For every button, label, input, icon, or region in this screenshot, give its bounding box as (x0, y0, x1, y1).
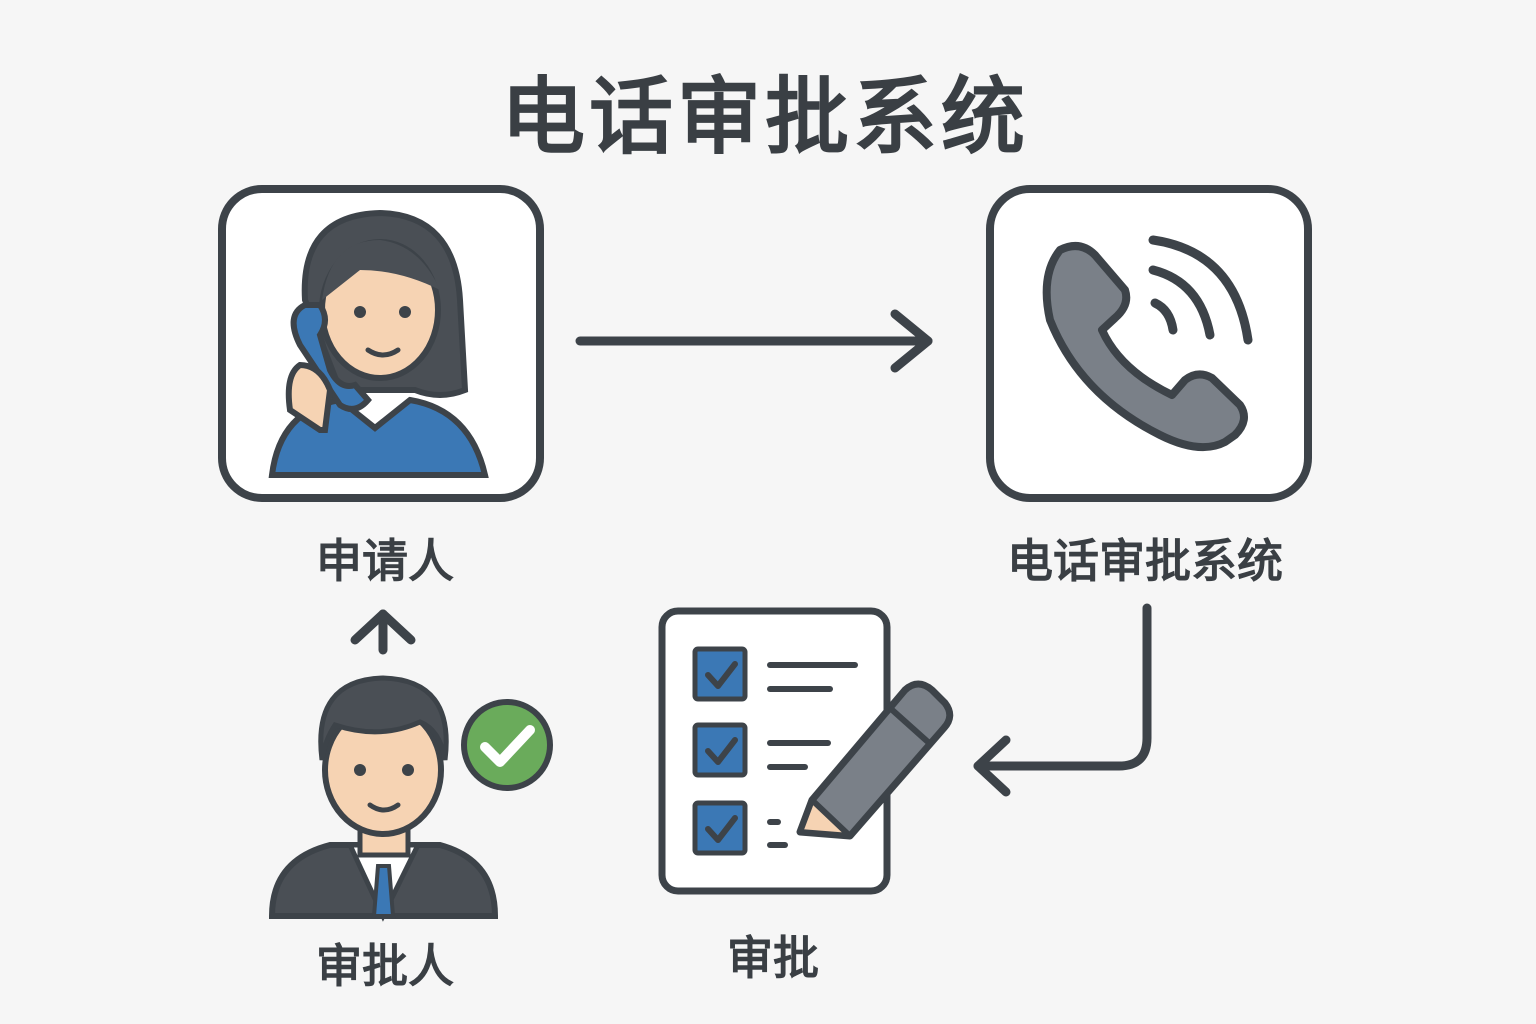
approval-label: 审批 (727, 931, 819, 985)
applicant-box (218, 185, 544, 502)
system-box (986, 185, 1312, 502)
approved-check-icon (461, 699, 553, 791)
checklist-document-icon (658, 607, 954, 895)
page-title: 电话审批系统 (500, 68, 1030, 166)
approver-man-icon (268, 675, 499, 922)
arrow-to-applicant (350, 609, 416, 655)
woman-on-phone-icon (268, 209, 489, 478)
applicant-label: 申请人 (316, 534, 454, 588)
arrow-to-system (575, 309, 933, 373)
phone-handset-icon (1042, 235, 1253, 452)
arrow-to-approval (973, 603, 1152, 797)
approver-label: 审批人 (316, 939, 454, 993)
pencil-icon (796, 680, 954, 840)
system-label: 电话审批系统 (1007, 534, 1283, 588)
